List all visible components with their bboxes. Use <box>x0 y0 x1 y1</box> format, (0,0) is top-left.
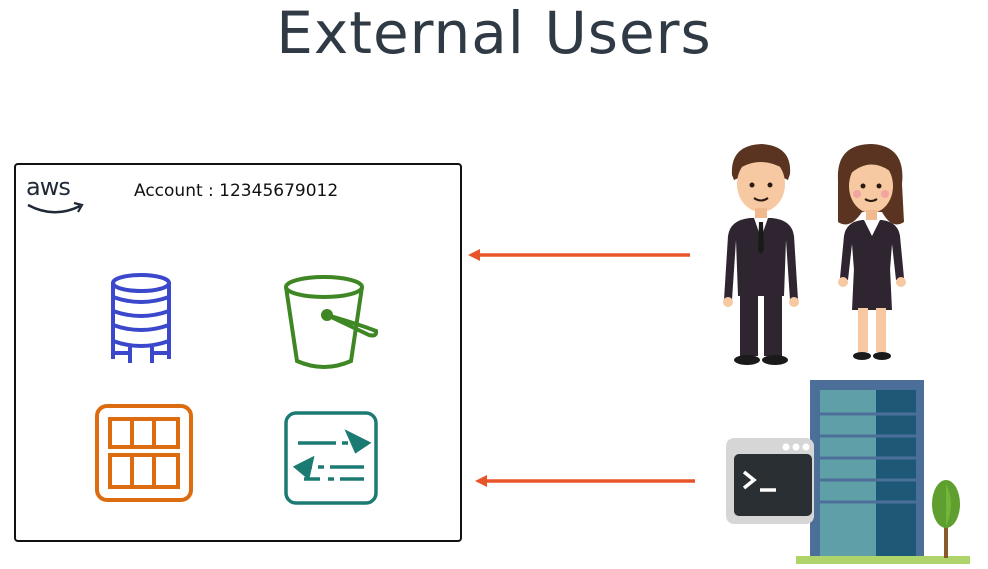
page-title: External Users <box>276 0 712 67</box>
terminal-icon <box>726 438 814 524</box>
account-id-label: Account : 12345679012 <box>134 181 339 201</box>
male-user-icon <box>723 144 799 365</box>
external-users-group <box>723 144 906 365</box>
transfer-icon <box>284 411 378 505</box>
database-icon <box>111 273 171 363</box>
female-user-icon <box>837 144 906 360</box>
aws-smile-icon <box>27 201 84 214</box>
server-to-account-arrow <box>475 475 695 487</box>
building-icon <box>796 380 970 564</box>
table-icon <box>95 404 193 502</box>
aws-logo-text: aws <box>26 173 71 201</box>
users-to-account-arrow <box>468 249 690 261</box>
ground <box>796 556 970 564</box>
aws-account-box: aws Account : 12345679012 <box>14 163 462 542</box>
aws-logo: aws <box>26 173 86 217</box>
tree-icon <box>932 480 960 558</box>
s3-bucket-icon <box>284 275 379 369</box>
